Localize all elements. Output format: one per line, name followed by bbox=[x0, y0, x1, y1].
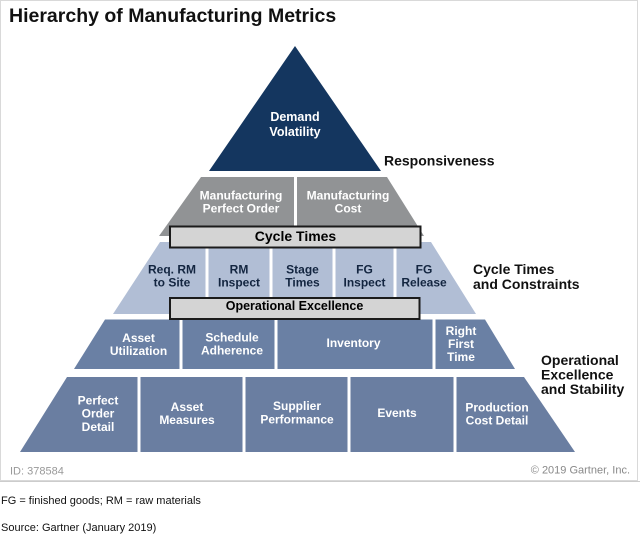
svg-text:Volatility: Volatility bbox=[269, 125, 320, 139]
svg-text:FG: FG bbox=[356, 263, 373, 277]
svg-text:Time: Time bbox=[447, 350, 475, 364]
svg-text:Manufacturing: Manufacturing bbox=[200, 189, 283, 203]
svg-text:Stage: Stage bbox=[286, 263, 319, 277]
svg-text:Asset: Asset bbox=[122, 331, 155, 345]
svg-text:Hierarchy of Manufacturing Met: Hierarchy of Manufacturing Metrics bbox=[9, 5, 336, 27]
svg-text:Perfect Order: Perfect Order bbox=[203, 201, 280, 215]
svg-text:Source: Gartner (January 2019): Source: Gartner (January 2019) bbox=[1, 522, 156, 534]
svg-text:Detail: Detail bbox=[82, 420, 115, 434]
svg-text:Times: Times bbox=[285, 276, 320, 290]
svg-text:Inspect: Inspect bbox=[218, 276, 260, 290]
svg-text:Right: Right bbox=[446, 324, 477, 338]
svg-text:Schedule: Schedule bbox=[205, 331, 259, 345]
svg-text:Cost Detail: Cost Detail bbox=[466, 413, 529, 427]
svg-text:Supplier: Supplier bbox=[273, 399, 321, 413]
svg-text:Manufacturing: Manufacturing bbox=[307, 189, 390, 203]
svg-text:Excellence: Excellence bbox=[541, 367, 614, 383]
svg-text:Order: Order bbox=[82, 407, 115, 421]
svg-text:Adherence: Adherence bbox=[201, 344, 263, 358]
svg-text:FG: FG bbox=[416, 263, 433, 277]
svg-text:Operational: Operational bbox=[541, 352, 619, 368]
svg-text:© 2019 Gartner, Inc.: © 2019 Gartner, Inc. bbox=[531, 465, 630, 477]
svg-text:RM: RM bbox=[230, 263, 249, 277]
svg-text:Inventory: Inventory bbox=[326, 336, 380, 350]
svg-text:Req. RM: Req. RM bbox=[148, 263, 196, 277]
svg-text:Perfect: Perfect bbox=[78, 393, 119, 407]
svg-text:Production: Production bbox=[465, 400, 528, 414]
svg-text:and Constraints: and Constraints bbox=[473, 276, 580, 292]
svg-text:to Site: to Site bbox=[154, 276, 191, 290]
svg-text:Demand: Demand bbox=[270, 110, 319, 124]
svg-text:First: First bbox=[448, 337, 474, 351]
svg-text:and Stability: and Stability bbox=[541, 381, 624, 397]
svg-text:Inspect: Inspect bbox=[343, 276, 385, 290]
svg-text:Asset: Asset bbox=[171, 400, 204, 414]
svg-text:Operational Excellence: Operational Excellence bbox=[226, 299, 364, 313]
svg-text:Performance: Performance bbox=[260, 413, 334, 427]
svg-text:Responsiveness: Responsiveness bbox=[384, 153, 495, 169]
svg-text:Cycle Times: Cycle Times bbox=[473, 261, 555, 277]
svg-text:FG = finished goods; RM = raw: FG = finished goods; RM = raw materials bbox=[1, 495, 201, 507]
svg-text:Cycle Times: Cycle Times bbox=[255, 228, 337, 244]
svg-text:Cost: Cost bbox=[335, 201, 362, 215]
svg-text:Measures: Measures bbox=[159, 413, 215, 427]
svg-text:Utilization: Utilization bbox=[110, 344, 167, 358]
svg-text:Release: Release bbox=[401, 276, 447, 290]
svg-text:ID: 378584: ID: 378584 bbox=[10, 466, 64, 478]
svg-text:Events: Events bbox=[377, 406, 417, 420]
